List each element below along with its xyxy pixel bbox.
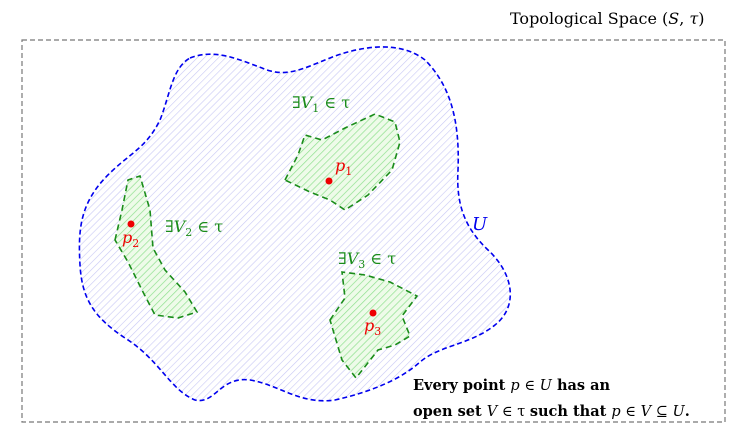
- point-p2-label: p2: [122, 228, 139, 250]
- open-set-V2-label: ∃V2 ∈ τ: [165, 217, 223, 239]
- caption-line-2: open set V ∈ τ such that p ∈ V ⊆ U.: [413, 403, 690, 420]
- point-p1-label: p1: [335, 156, 352, 178]
- open-set-V1: [283, 113, 401, 211]
- caption-line-1: Every point p ∈ U has an: [413, 377, 610, 394]
- open-set-V3: [329, 271, 419, 380]
- point-p2: [127, 220, 135, 228]
- point-p3: [369, 309, 377, 317]
- space-title: Topological Space (S, τ): [510, 9, 705, 28]
- set-U-label: U: [472, 214, 488, 235]
- point-p3-label: p3: [364, 316, 381, 338]
- space-frame: [21, 39, 726, 423]
- point-p1: [325, 177, 333, 185]
- open-set-V3-label: ∃V3 ∈ τ: [338, 249, 396, 271]
- open-set-V1-label: ∃V1 ∈ τ: [292, 93, 350, 115]
- open-set-V2: [114, 174, 199, 319]
